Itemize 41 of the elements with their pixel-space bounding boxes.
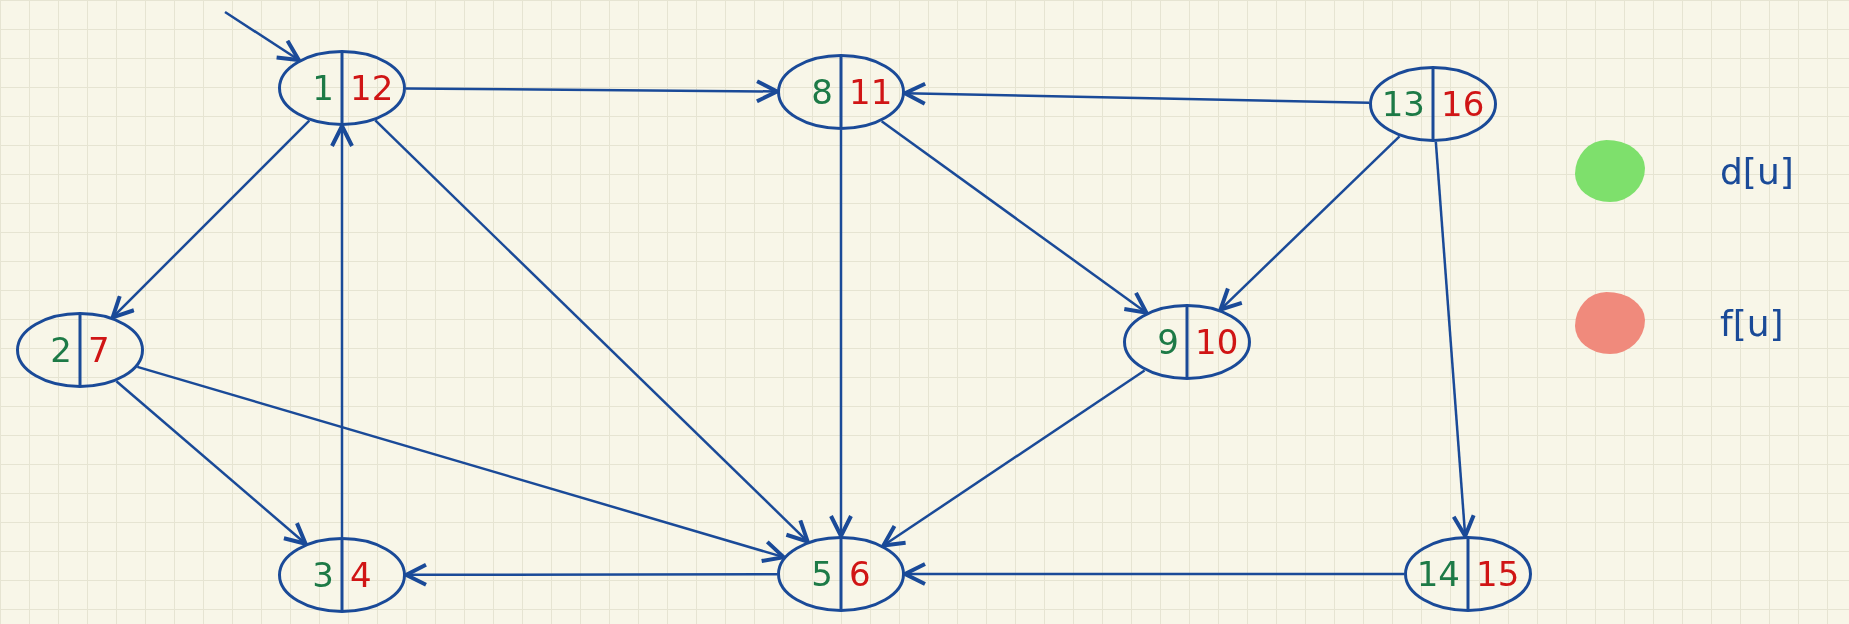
node-ellipse [1369,66,1497,142]
finish-time: 11 [848,72,894,112]
arrow [137,365,786,564]
arrow [880,120,1149,315]
legend-label: f[u] [1720,302,1784,344]
discovery-time: 14 [1415,554,1461,594]
finish-time: 7 [87,330,111,370]
discovery-time: 8 [810,72,834,112]
node-ellipse [278,50,406,126]
arrow [1434,141,1476,539]
discovery-time: 1 [311,68,335,108]
node-ellipse [1123,304,1251,380]
discovery-time: 3 [311,555,335,595]
node-ellipse [777,536,905,612]
discovery-time: 9 [1156,322,1180,362]
arrow [110,119,311,320]
finish-time: 10 [1194,322,1240,362]
finish-time: 12 [349,68,395,108]
finish-time: 15 [1475,554,1521,594]
arrow [330,124,354,537]
arrow [224,10,301,62]
node-ellipse [1404,536,1532,612]
node-ellipse [16,312,144,388]
arrow [902,81,1370,106]
arrow [903,562,1404,586]
arrow [829,130,853,538]
legend-label: d[u] [1720,150,1794,192]
arrow [1218,135,1401,312]
arrow [404,562,777,587]
finish-time: 4 [349,555,373,595]
discovery-time: 2 [49,330,73,370]
arrow [881,369,1146,548]
arrow [115,380,308,546]
arrow [406,79,779,104]
discovery-time: 5 [810,554,834,594]
finish-time: 6 [848,554,872,594]
discovery-time: 13 [1380,84,1426,124]
node-ellipse [278,537,406,613]
arrow [374,119,810,544]
node-ellipse [777,54,905,130]
finish-time: 16 [1440,84,1486,124]
